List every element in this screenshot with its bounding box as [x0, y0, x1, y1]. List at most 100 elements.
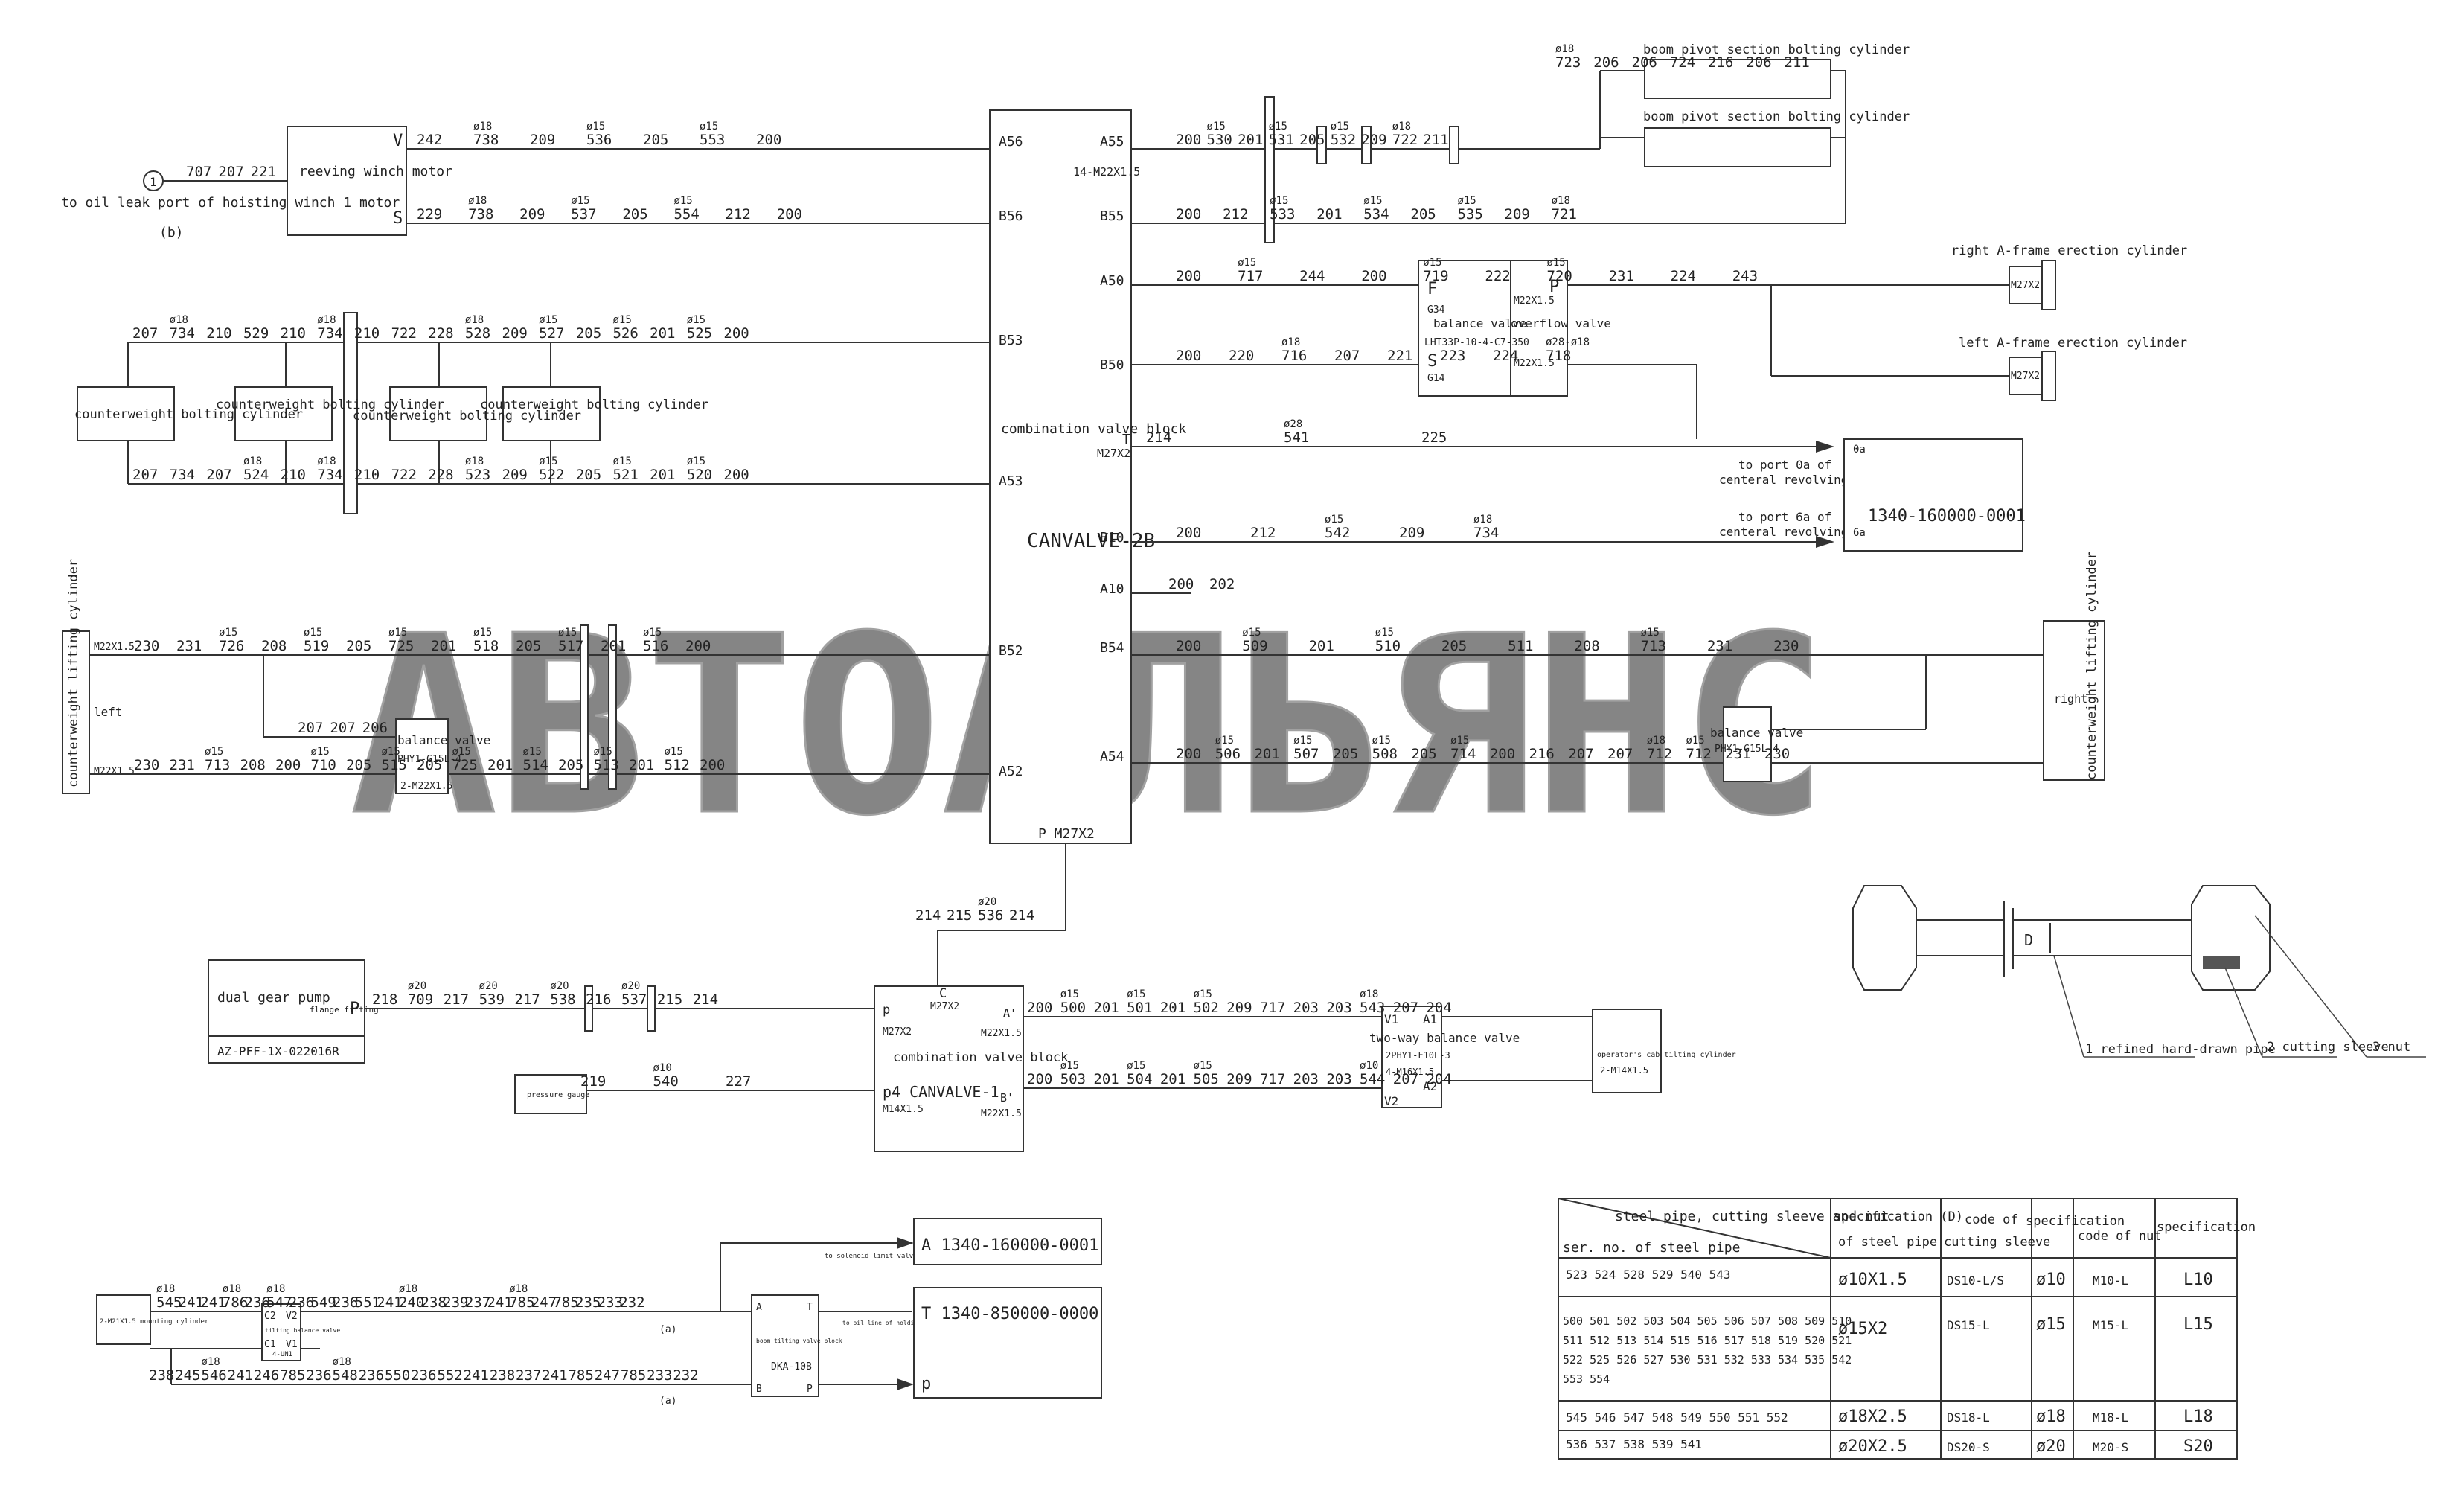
pipe-label: ø15	[452, 746, 471, 758]
reeving-winch-motor[interactable]	[287, 126, 407, 236]
tbv-v2: V2	[286, 1311, 298, 1322]
pipe-label: ø15	[1127, 988, 1145, 1000]
pipe-label: 232	[673, 1367, 698, 1384]
pipe-label: ø15	[687, 314, 705, 326]
right-aframe-rod	[2041, 260, 2056, 310]
left-balance-valve-thread: 2-M22X1.5	[400, 781, 452, 792]
pipe-label: 241	[464, 1367, 489, 1384]
pipe-label: 507	[1293, 746, 1319, 762]
table-head-sleeve: code of	[1965, 1212, 2018, 1227]
main-valve-block[interactable]	[989, 109, 1132, 844]
pipe-label: 536	[978, 907, 1003, 924]
right-balance-valve-label: balance valve	[1710, 726, 1803, 740]
pipe-label: 205	[1333, 746, 1358, 762]
pipe-label: 713	[205, 757, 230, 773]
pipe-label: 524	[243, 467, 269, 483]
pipe-label: 209	[1226, 1071, 1252, 1087]
cw-bolting-cylinder-3[interactable]	[389, 386, 487, 441]
pipe-label: 546	[201, 1367, 226, 1384]
table-row-3-ser: 545 546 547 548 549 550 551 552	[1566, 1410, 1788, 1425]
a-port-box[interactable]	[913, 1218, 1102, 1265]
left-aframe-cylinder[interactable]	[2009, 357, 2043, 395]
pipe-label: 504	[1127, 1071, 1152, 1087]
pressure-gauge[interactable]	[514, 1074, 587, 1114]
cw-bolting-cylinder-1[interactable]	[77, 386, 175, 441]
pipe-label: 533	[1270, 206, 1295, 223]
cv1-c-thread: M27X2	[930, 1001, 959, 1012]
mounting-cylinder[interactable]	[96, 1294, 151, 1345]
cv1-a-thread: M22X1.5	[981, 1028, 1022, 1039]
pipe-label: ø15	[1450, 735, 1469, 747]
two-way-balance-valve[interactable]	[1381, 1006, 1442, 1108]
pipe-label: ø15	[665, 746, 683, 758]
pipe-label: 717	[1238, 268, 1263, 284]
operator-cab-tilting-cylinder[interactable]	[1592, 1009, 1662, 1093]
right-balance-valve[interactable]	[1723, 706, 1772, 782]
pipe-label: 785	[509, 1294, 534, 1311]
t-port-box[interactable]	[913, 1287, 1102, 1399]
pipe-label: 206	[1746, 54, 1771, 71]
left-balance-valve[interactable]	[395, 718, 449, 794]
boom-pivot-cylinder-2[interactable]	[1644, 127, 1831, 167]
twbv-a2: A2	[1423, 1079, 1437, 1093]
cw-bolting-cylinder-4[interactable]	[502, 386, 601, 441]
pipe-label: 542	[1325, 525, 1350, 541]
pipe-label: ø15	[539, 456, 557, 467]
p-port-label: p	[921, 1375, 931, 1393]
motor-port-s: S	[393, 209, 403, 228]
tbv-v1: V1	[286, 1339, 298, 1350]
pipe-label: ø15	[558, 627, 577, 639]
table-row-2-spec: ø15X2	[1838, 1320, 1887, 1338]
left-balance-valve-code: PHY1-G15L-4	[397, 754, 461, 765]
cv1-p-thread: M27X2	[883, 1026, 912, 1038]
cw-bolting-cylinder-2[interactable]	[234, 386, 333, 441]
pipe-label: ø18	[156, 1283, 175, 1295]
pipe-label: 236	[306, 1367, 331, 1384]
table-head-spec-d: specification (D)	[1834, 1210, 1963, 1224]
pipe-label: ø18	[1555, 43, 1574, 55]
dimension-d: D	[2024, 931, 2033, 949]
tilting-balance-valve[interactable]	[261, 1303, 301, 1361]
reeving-motor-label: reeving winch motor	[299, 164, 452, 179]
btv-a: A	[756, 1302, 762, 1313]
twbv-a1: A1	[1423, 1012, 1437, 1026]
canvalve-1-block[interactable]	[874, 985, 1024, 1152]
pipe-label: 201	[1160, 1000, 1185, 1016]
pipe-label: 231	[176, 638, 202, 654]
pipe-label: ø15	[523, 746, 542, 758]
pipe-label: 734	[1473, 525, 1499, 541]
cv1-a: A'	[1003, 1006, 1017, 1020]
cw-lifting-cylinder-right[interactable]	[2043, 620, 2105, 781]
clamp-top-right	[1264, 96, 1275, 243]
pipe-label: ø18	[465, 456, 484, 467]
pipe-label: ø15	[1372, 735, 1391, 747]
table-row-3-nut: M18-L	[2093, 1410, 2128, 1425]
pipe-label: 525	[687, 325, 712, 342]
pipe-label: 236	[411, 1367, 436, 1384]
gear-pump-code: AZ-PFF-1X-022016R	[217, 1044, 339, 1058]
fitting-sleeve-label: 2 cutting sleeve	[2267, 1040, 2389, 1055]
port-b55: B55	[1100, 208, 1124, 224]
btv-t: T	[807, 1302, 813, 1313]
dual-gear-pump[interactable]	[208, 959, 365, 1064]
boom-pivot-cylinder-1[interactable]	[1644, 59, 1831, 99]
pipe-label: 232	[619, 1294, 644, 1311]
central-revolving-joint[interactable]	[1843, 438, 2023, 552]
port-a50: A50	[1100, 273, 1124, 289]
pipe-label: 207	[298, 720, 323, 736]
pipe-label: 206	[362, 720, 388, 736]
cw-lifting-cylinder-left[interactable]	[62, 630, 90, 794]
pipe-label: 722	[391, 325, 417, 342]
balance-overflow-valve[interactable]	[1418, 260, 1568, 397]
table-row-2-code: L15	[2183, 1315, 2213, 1334]
pipe-label: 203	[1293, 1000, 1319, 1016]
boom-tilting-valve-block[interactable]	[751, 1294, 819, 1397]
pipe-label: 529	[243, 325, 269, 342]
pipe-label: ø18	[317, 314, 336, 326]
table-head-nut: code of nut	[2078, 1229, 2162, 1244]
pipe-label: 235	[575, 1294, 601, 1311]
pipe-label: 536	[586, 132, 612, 148]
table-head-diag-top: steel pipe, cutting sleeve and nut	[1615, 1209, 1889, 1224]
pipe-label: ø15	[1423, 257, 1441, 269]
